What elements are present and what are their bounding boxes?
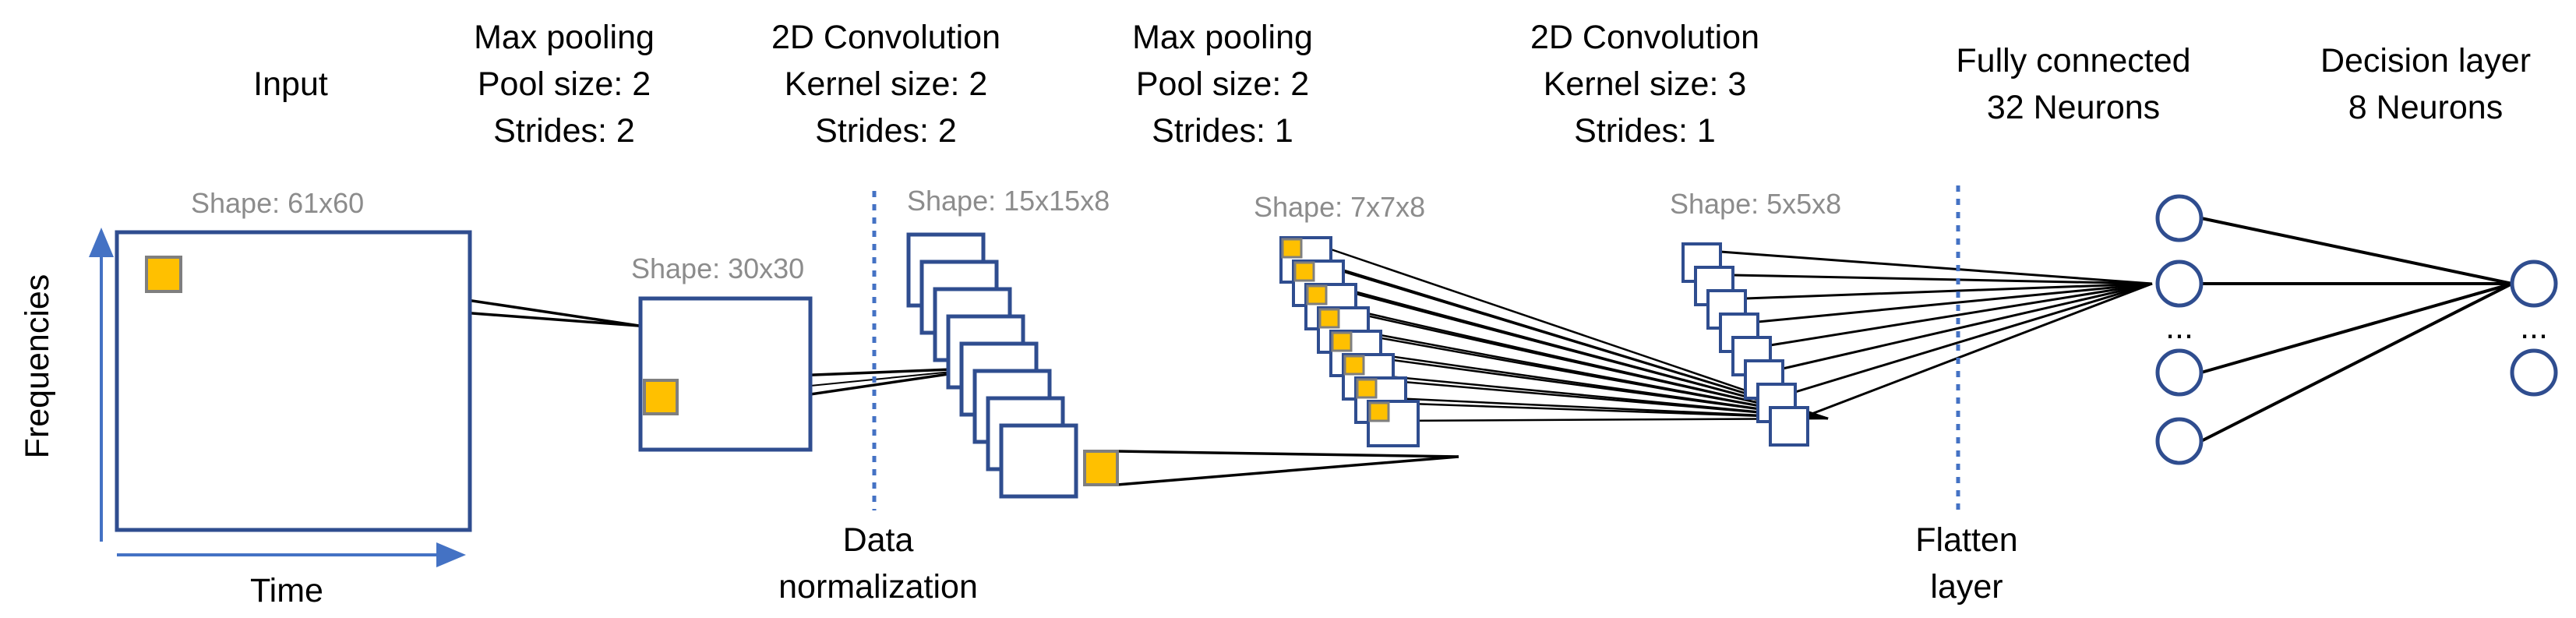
- dense-ellipsis: ...: [2165, 309, 2193, 346]
- pool2-to-conv2-connection: [1375, 378, 1829, 420]
- conv2-to-dense-connection: [1807, 282, 2153, 417]
- conv2-to-dense-connection: [1745, 282, 2153, 300]
- pool2-to-conv2-connection: [1350, 331, 1829, 420]
- pool2-to-conv2-connection: [1388, 401, 1829, 420]
- conv1-feature-map: [999, 423, 1078, 499]
- pool2-to-conv2-connection: [1338, 308, 1829, 420]
- pool2-to-conv2-connection: [1363, 355, 1829, 420]
- pool2-kernel-patch: [1306, 284, 1328, 305]
- input-shape-label: Shape: 61x60: [191, 187, 365, 219]
- dense-neuron: [2155, 260, 2204, 308]
- conv2-feature-map: [1769, 406, 1809, 447]
- time-axis-arrowhead: [436, 542, 466, 567]
- pool2-kernel-patch: [1331, 331, 1353, 352]
- pool1-shape-label: Shape: 30x30: [631, 252, 805, 284]
- conv2-shape-label: Shape: 5x5x8: [1670, 188, 1842, 220]
- pool2-kernel-patch: [1356, 378, 1378, 399]
- dense-neuron: [2155, 417, 2204, 465]
- conv2-to-dense-connection: [1794, 282, 2153, 394]
- dense-to-decision-connection: [2200, 217, 2513, 285]
- decision-neuron: [2510, 348, 2558, 397]
- pool2-kernel-patch: [1293, 261, 1315, 282]
- pool2-to-conv2-connection: [1300, 238, 1829, 420]
- pool2-kernel-patch: [1343, 355, 1365, 376]
- pool1-frame: [638, 296, 813, 452]
- pool2-kernel-patch: [1281, 238, 1303, 259]
- conv1-kernel-patch: [1083, 450, 1119, 486]
- time-axis-label: Time: [250, 572, 323, 609]
- conv2-to-dense-connection: [1720, 250, 2153, 285]
- dense-to-decision-connection: [2200, 282, 2513, 443]
- pool1-kernel-patch: [643, 379, 679, 415]
- pool2-kernel-patch: [1318, 308, 1340, 329]
- conv2-to-dense-connection: [1757, 282, 2153, 323]
- conv2-to-dense-connection: [1732, 274, 2153, 285]
- conv2-to-dense-connection: [1770, 282, 2153, 347]
- pool2-to-conv2-connection: [1313, 261, 1829, 420]
- input-kernel-patch: [145, 256, 182, 293]
- input-layer-title: Input: [253, 65, 328, 103]
- pool2-kernel-patch: [1368, 401, 1390, 422]
- decision-neuron: [2510, 260, 2558, 308]
- conv1-shape-label: Shape: 15x15x8: [907, 185, 1110, 217]
- dense-to-decision-connection: [2200, 282, 2513, 374]
- pool2-to-conv2-connection: [1388, 417, 1829, 422]
- conv1-to-pool2-connection-top: [1117, 450, 1459, 458]
- conv2-to-dense-connection: [1782, 282, 2153, 370]
- frequency-axis-arrowhead: [89, 228, 114, 257]
- conv1-to-pool2-connection-bottom: [1117, 455, 1459, 486]
- pool2-shape-label: Shape: 7x7x8: [1254, 191, 1426, 223]
- dense-neuron: [2155, 194, 2204, 242]
- decision-ellipsis: ...: [2520, 309, 2548, 346]
- dense-neuron: [2155, 348, 2204, 397]
